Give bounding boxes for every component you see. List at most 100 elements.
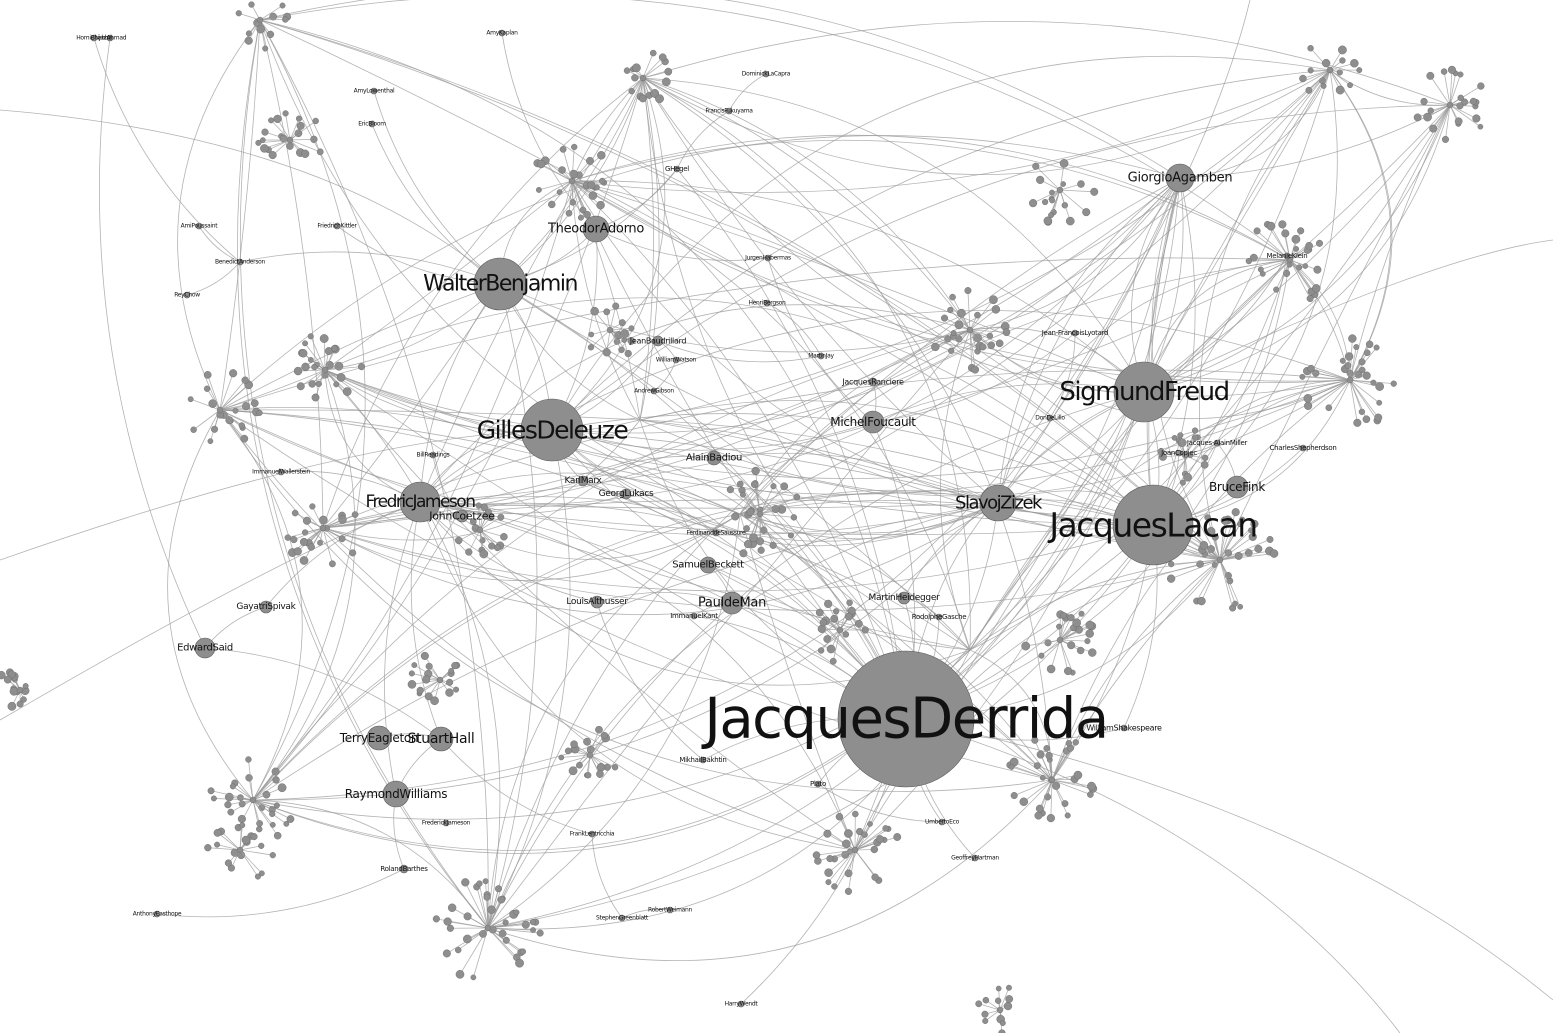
- node-foucault[interactable]: MichelFoucault: [830, 410, 917, 434]
- node-hbhabha[interactable]: HomiBhabha: [76, 35, 113, 42]
- node-agamben[interactable]: GiorgioAgamben: [1128, 163, 1233, 193]
- node-lentricchia[interactable]: FrankLentricchia: [570, 831, 616, 838]
- node-saussure[interactable]: FerdinanddeSaussure: [687, 530, 747, 537]
- edge-derrida-agamben: [905, 177, 1181, 720]
- node-plato[interactable]: Plato: [810, 780, 826, 788]
- node-poussaint[interactable]: AmiPoussaint: [181, 223, 219, 230]
- background-edge: [571, 180, 1221, 561]
- node-said[interactable]: EdwardSaid: [177, 637, 233, 659]
- node-benjamin[interactable]: WalterBenjamin: [423, 257, 579, 311]
- background-edge: [1152, 177, 1196, 526]
- node-fukuyama[interactable]: FrancisFukuyama: [705, 108, 753, 115]
- minor-node: [739, 549, 748, 558]
- node-anderson[interactable]: BenedictAnderson: [215, 259, 266, 266]
- background-edge: [324, 297, 1154, 526]
- minor-node: [1168, 560, 1175, 568]
- node-copjec[interactable]: JoanCopjec: [1160, 449, 1198, 457]
- node-wallerstein[interactable]: ImmanuelWallerstein: [252, 469, 311, 476]
- node-demnan[interactable]: PauldeMan: [698, 591, 766, 615]
- node-lacan[interactable]: JacquesLacan: [1047, 484, 1258, 566]
- cluster-edge: [478, 505, 481, 531]
- minor-node: [1036, 750, 1045, 759]
- minor-node: [1231, 508, 1240, 517]
- node-lyotard[interactable]: Jean-FrancoisLyotard: [1041, 329, 1109, 337]
- node-ranciere[interactable]: JacquesRanciere: [841, 378, 904, 387]
- cluster-edge: [950, 309, 971, 331]
- node-jay[interactable]: MartinJay: [808, 353, 834, 360]
- cluster-edge: [420, 679, 441, 691]
- node-hartman[interactable]: GeoffreyHartman: [951, 855, 999, 862]
- node-zizek[interactable]: SlavojZizek: [955, 484, 1045, 522]
- node-freud[interactable]: SigmundFreud: [1059, 361, 1230, 423]
- node-shepherdson[interactable]: CharlesShepherdson: [1270, 444, 1337, 452]
- node-eagleton2[interactable]: AnthonyEasthope: [133, 911, 182, 918]
- node-circle: [699, 556, 717, 574]
- node-badiou[interactable]: AlainBadiou: [686, 450, 742, 466]
- minor-node: [1348, 334, 1357, 343]
- node-weimann[interactable]: RobertWeimann: [648, 907, 693, 914]
- node-kittler[interactable]: FriedrichKittler: [317, 223, 357, 230]
- background-edge: [259, 0, 1181, 179]
- node-kant[interactable]: ImmanuelKant: [670, 612, 718, 620]
- node-spivak[interactable]: GayatriSpivak: [236, 600, 297, 614]
- node-wendt[interactable]: HarryWendt: [725, 1001, 759, 1008]
- node-lowenthal[interactable]: AmyLowenthal: [354, 88, 396, 95]
- minor-node: [248, 1, 255, 8]
- node-klein[interactable]: MelanieKlein: [1267, 252, 1308, 260]
- minor-node: [271, 767, 280, 776]
- node-hall[interactable]: StuartHall: [408, 726, 475, 752]
- minor-node: [995, 985, 1002, 992]
- node-gasche[interactable]: RodolpheGasche: [912, 613, 967, 621]
- node-ahmad[interactable]: AijazAhmad: [94, 35, 127, 42]
- minor-node: [535, 186, 542, 193]
- node-circle: [183, 291, 191, 299]
- node-chow[interactable]: ReyChow: [174, 292, 200, 299]
- node-heidegger[interactable]: MartinHeidegger: [869, 591, 941, 605]
- minor-node: [255, 139, 262, 146]
- node-lacapra[interactable]: DominickLaCapra: [742, 71, 791, 78]
- node-watson[interactable]: WilliamWatson: [656, 357, 697, 364]
- node-althusser[interactable]: LouisAlthusser: [566, 595, 629, 609]
- node-baudrillard[interactable]: JeanBaudrillard: [629, 335, 687, 347]
- node-coetzee[interactable]: JohnCoetzee: [428, 510, 495, 523]
- node-eagleton[interactable]: TerryEagleton: [339, 725, 419, 751]
- node-jameson[interactable]: FredricJameson: [366, 481, 477, 523]
- cluster-edge: [969, 329, 976, 370]
- node-bakhtin[interactable]: MikhailBakhtin: [679, 756, 726, 764]
- node-lukacs[interactable]: GeorgLukacs: [599, 488, 654, 500]
- minor-node: [1035, 804, 1044, 813]
- minor-node: [422, 675, 431, 684]
- node-fink[interactable]: BruceFink: [1209, 475, 1266, 499]
- node-adorno[interactable]: TheodorAdorno: [547, 215, 645, 243]
- minor-node: [1273, 286, 1280, 293]
- background-edge: [322, 369, 1351, 529]
- node-beckett[interactable]: SamuelBeckett: [672, 556, 744, 574]
- node-marx[interactable]: KarlMarx: [564, 475, 603, 487]
- node-shakespeare[interactable]: WilliamShakespeare: [1086, 724, 1162, 733]
- minor-node: [291, 509, 299, 517]
- minor-node: [272, 776, 280, 784]
- minor-node: [893, 833, 902, 841]
- node-delillo[interactable]: DonDeLillo: [1035, 415, 1065, 422]
- minor-node: [1033, 762, 1041, 770]
- node-barthes[interactable]: RolandBarthes: [380, 864, 429, 874]
- background-edge: [237, 19, 489, 929]
- node-bloom[interactable]: EricBloom: [358, 121, 386, 128]
- node-williams[interactable]: RaymondWilliams: [345, 780, 448, 808]
- cluster-edge: [270, 120, 291, 141]
- node-hegel[interactable]: GHegel: [665, 165, 690, 173]
- cluster-edge: [591, 329, 611, 335]
- node-habermas[interactable]: JurgenHabermas: [744, 255, 791, 262]
- node-gibson[interactable]: AndrewGibson: [634, 388, 675, 395]
- node-jmiller[interactable]: Jacques-AlainMiller: [1186, 439, 1248, 447]
- node-derrida[interactable]: JacquesDerrida: [701, 650, 1109, 788]
- node-greenblatt[interactable]: StephenGreenblatt: [596, 915, 649, 922]
- node-readings[interactable]: BillReadings: [417, 452, 450, 459]
- node-bergson[interactable]: HenriBergson: [748, 300, 786, 307]
- node-jameson2[interactable]: FrederickJameson: [422, 820, 471, 827]
- node-eco[interactable]: UmbertoEco: [925, 819, 960, 826]
- node-deleuze[interactable]: GillesDeleuze: [477, 398, 630, 462]
- node-kaplan[interactable]: AmyKaplan: [486, 30, 518, 37]
- minor-node: [1167, 574, 1176, 583]
